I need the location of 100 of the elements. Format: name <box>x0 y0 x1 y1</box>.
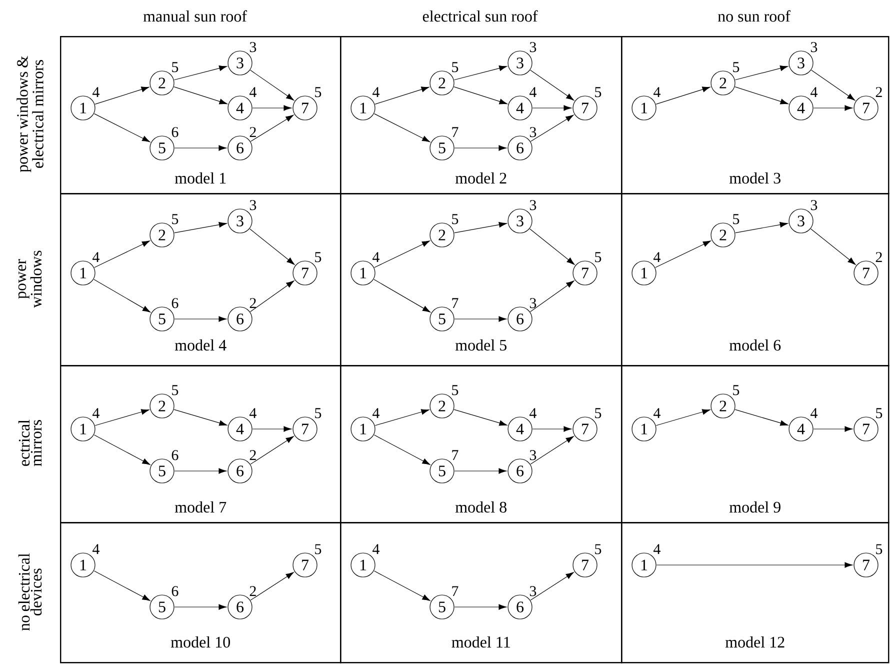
weight-number: 3 <box>530 298 536 308</box>
arrow <box>656 562 853 568</box>
arrow <box>174 65 228 80</box>
weight-number: 4 <box>530 87 536 97</box>
arrow <box>374 113 430 142</box>
weight-number: 5 <box>595 87 602 98</box>
arrow <box>94 86 150 104</box>
arrow <box>252 105 292 111</box>
arrow <box>374 434 430 465</box>
arrow <box>374 409 430 426</box>
arrow <box>454 316 507 322</box>
arrow <box>454 468 507 474</box>
arrow <box>374 240 430 268</box>
arrow <box>250 280 294 312</box>
row-label: ectrical mirrors <box>18 420 42 466</box>
weight-number: 6 <box>172 127 178 138</box>
arrow <box>94 434 150 465</box>
column-header: electrical sun roof <box>422 10 538 22</box>
arrow <box>454 145 507 151</box>
weight-number: 5 <box>315 408 322 418</box>
weight-number: 4 <box>92 408 100 418</box>
weight-number: 5 <box>595 544 602 554</box>
weight-number: 4 <box>654 408 660 418</box>
arrow <box>532 426 572 432</box>
weight-number: 4 <box>654 87 660 97</box>
weight-number: 5 <box>172 62 178 72</box>
weight-number: 5 <box>733 214 740 224</box>
arrow <box>454 65 508 80</box>
weight-number: 5 <box>733 62 740 72</box>
weight-number: 7 <box>452 298 458 308</box>
weight-number: 4 <box>372 408 380 418</box>
arrow <box>734 409 788 426</box>
weight-number: 6 <box>172 586 178 596</box>
weight-number: 5 <box>315 544 322 554</box>
arrow <box>735 222 788 234</box>
weight-number: 5 <box>315 87 322 98</box>
arrow <box>813 426 853 432</box>
arrow <box>530 436 574 464</box>
weight-number: 7 <box>452 586 458 596</box>
weight-number: 4 <box>250 87 256 97</box>
arrow <box>94 279 150 312</box>
arrow <box>374 86 430 104</box>
arrow <box>174 86 228 104</box>
arrow <box>94 113 150 142</box>
arrow <box>174 316 227 322</box>
arrow <box>810 228 856 265</box>
weight-number: 5 <box>595 408 602 418</box>
weight-number: 5 <box>595 252 602 262</box>
weight-number: 5 <box>876 544 882 554</box>
weight-number: 2 <box>250 298 256 308</box>
arrow <box>530 70 574 100</box>
arrow <box>734 65 788 80</box>
arrow <box>374 570 430 601</box>
row-label: power windows & electrical mirrors <box>16 56 44 172</box>
weight-number: 5 <box>452 385 458 396</box>
weight-number: 5 <box>315 252 322 262</box>
arrow <box>94 240 150 268</box>
arrow <box>174 409 228 426</box>
weight-number: 4 <box>92 87 100 97</box>
arrow <box>530 572 574 600</box>
weight-number: 5 <box>876 408 882 418</box>
weight-number: 3 <box>530 586 536 596</box>
arrow <box>532 105 572 111</box>
weight-number: 2 <box>250 586 256 596</box>
weight-number: 4 <box>654 252 660 262</box>
weight-number: 4 <box>250 408 256 418</box>
arrow <box>734 86 788 104</box>
column-header: no sun roof <box>718 10 790 22</box>
arrow <box>530 228 575 265</box>
arrow <box>454 409 508 426</box>
weight-number: 4 <box>810 408 818 418</box>
arrow <box>656 409 710 426</box>
weight-number: 5 <box>172 385 178 396</box>
arrow <box>454 604 507 610</box>
weight-number: 6 <box>172 450 178 460</box>
weight-number: 4 <box>654 544 660 554</box>
row-label: power windows <box>18 250 42 308</box>
arrow <box>250 228 295 265</box>
arrow <box>94 570 150 601</box>
weight-number: 3 <box>810 42 818 52</box>
weight-number: 2 <box>250 127 256 137</box>
arrow <box>530 280 574 312</box>
weight-number: 2 <box>250 450 256 460</box>
weight-number: 4 <box>92 252 100 262</box>
weight-number: 4 <box>810 87 818 97</box>
arrow <box>374 279 430 312</box>
weight-number: 7 <box>452 450 458 460</box>
weight-number: 6 <box>172 298 178 308</box>
arrow <box>813 105 853 111</box>
arrow <box>656 86 710 104</box>
weight-number: 4 <box>372 252 380 262</box>
arrow <box>530 114 574 142</box>
arrow <box>454 222 507 234</box>
arrow <box>811 70 856 100</box>
weight-number: 5 <box>452 214 458 224</box>
arrow <box>174 145 227 151</box>
weight-number: 3 <box>530 450 536 460</box>
arrow <box>94 409 150 426</box>
weight-number: 3 <box>250 200 256 210</box>
weight-number: 3 <box>810 200 818 210</box>
